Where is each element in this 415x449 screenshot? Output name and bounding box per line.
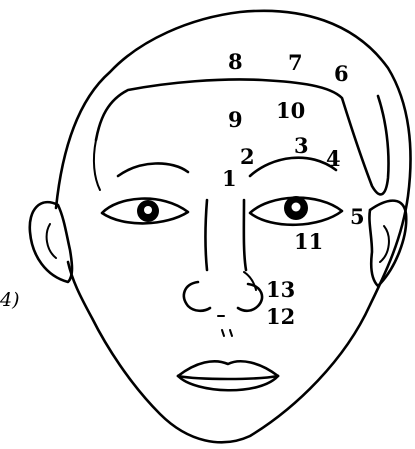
point-label-1: 1 (222, 166, 237, 191)
point-label-9: 9 (228, 107, 243, 132)
right-eyebrow (250, 158, 336, 176)
upper-lip (178, 361, 278, 376)
left-ear (30, 202, 72, 282)
right-nostril (238, 284, 262, 311)
left-eyebrow (118, 163, 188, 176)
right-ear (369, 201, 406, 286)
lip-line (178, 376, 278, 379)
point-label-10: 10 (276, 98, 305, 123)
left-nostril (184, 282, 210, 311)
point-label-6: 6 (334, 61, 349, 86)
point-label-12: 12 (266, 304, 295, 329)
point-label-2: 2 (240, 144, 255, 169)
point-label-13: 13 (266, 277, 295, 302)
philtrum-tick-left (222, 330, 224, 336)
side-note: 4) (0, 289, 20, 311)
hairline-left-temple (94, 140, 100, 190)
point-label-8: 8 (228, 49, 243, 74)
hairline (96, 79, 389, 194)
right-ear-inner (380, 226, 389, 262)
nose-right-line (244, 200, 246, 270)
philtrum-tick-right (230, 330, 232, 336)
left-ear-inner (47, 224, 56, 258)
point-label-3: 3 (294, 133, 309, 158)
point-label-4: 4 (326, 146, 341, 171)
cheek-line (244, 272, 256, 290)
point-label-7: 7 (288, 50, 303, 75)
point-label-5: 5 (350, 204, 365, 229)
nose-left-line (206, 200, 208, 270)
point-label-11: 11 (294, 229, 323, 254)
left-pupil-highlight (144, 206, 152, 214)
right-pupil-highlight (292, 203, 301, 212)
